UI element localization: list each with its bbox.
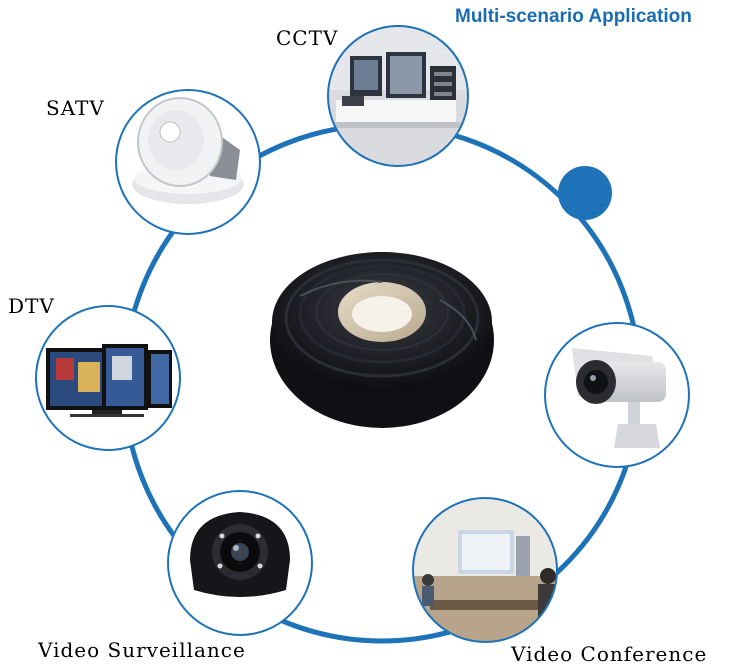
label-cctv: CCTV (276, 26, 339, 50)
conference-photo (412, 497, 558, 643)
dome-camera-photo (167, 490, 313, 636)
cctv-photo (327, 25, 469, 167)
cable-spool (270, 252, 494, 428)
label-satv: SATV (46, 96, 105, 120)
label-dtv: DTV (8, 294, 55, 318)
page-title: Multi-scenario Application (455, 6, 692, 27)
dtv-photo (35, 305, 181, 451)
label-video-surveillance: Video Surveillance (38, 638, 246, 662)
satv-photo (115, 89, 261, 235)
ring-dot (558, 166, 612, 220)
bullet-camera-photo (544, 322, 690, 468)
label-video-conference: Video Conference (511, 642, 708, 666)
